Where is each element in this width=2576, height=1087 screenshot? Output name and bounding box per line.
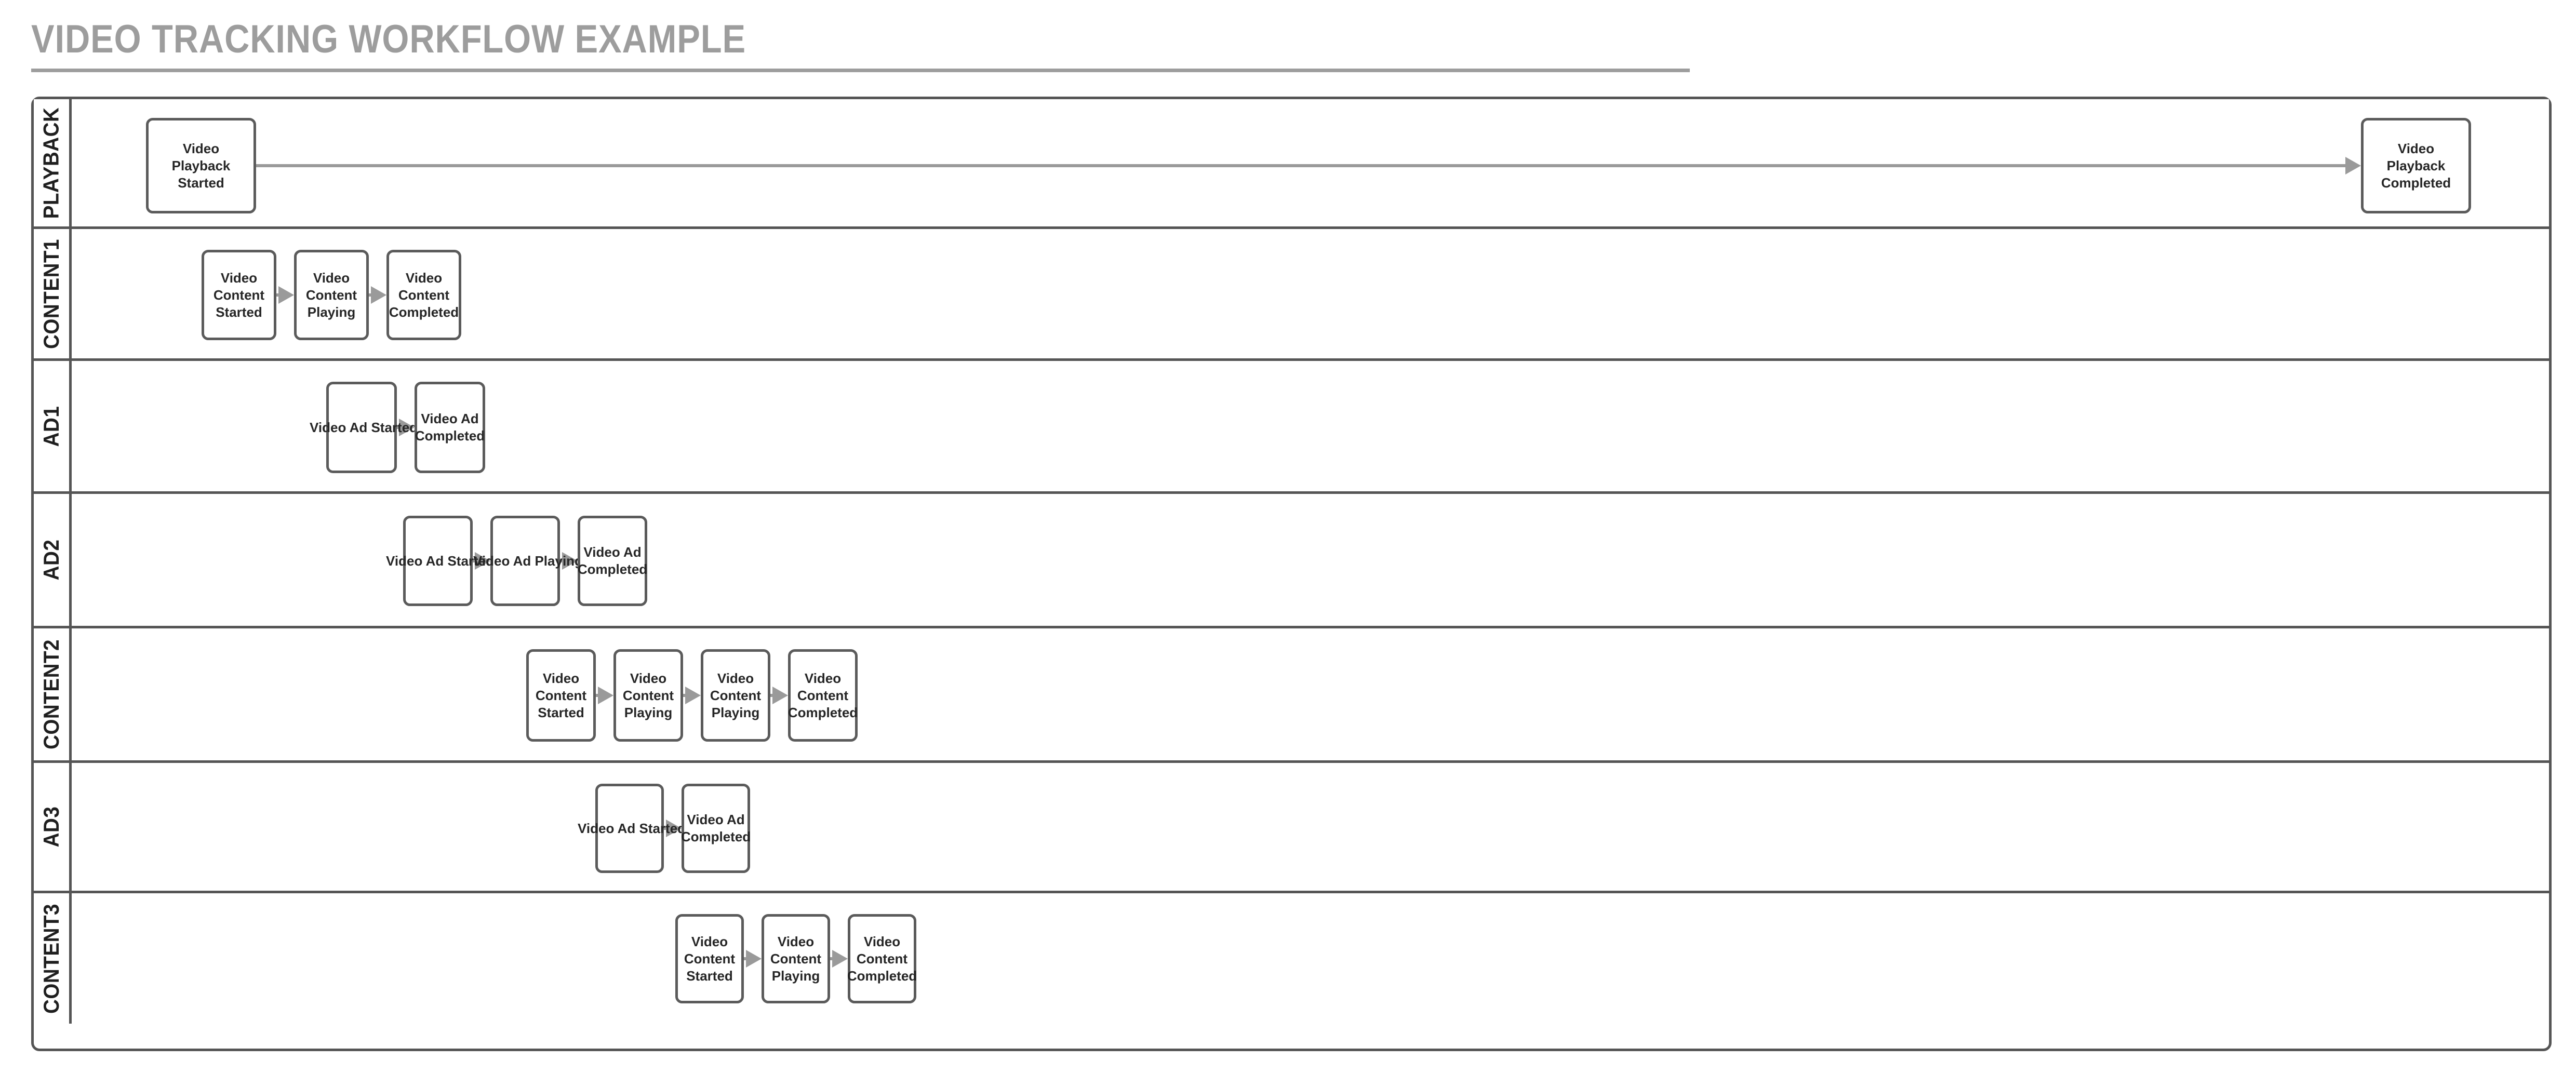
flow-node-label: Video Content Playing — [305, 270, 357, 320]
lane-label: CONTENT2 — [39, 639, 64, 749]
flow-arrowhead-icon — [832, 950, 848, 968]
flow-node-label: Video Ad Playing — [473, 553, 583, 569]
flow-arrowhead-icon — [2345, 157, 2361, 175]
flow-node[interactable]: Video Content Playing — [613, 649, 683, 742]
flow-arrowhead-icon — [371, 286, 386, 304]
lane-header-ad3: AD3 — [34, 763, 72, 891]
flow-node[interactable]: Video Content Started — [675, 914, 744, 1003]
flow-node-label: Video Ad Completed — [577, 544, 648, 577]
flow-node-label: Video Ad Started — [310, 419, 418, 435]
flow-node[interactable]: Video Ad Completed — [578, 516, 647, 606]
flow-node[interactable]: Video Content Playing — [762, 914, 830, 1003]
lane-header-content1: CONTENT1 — [34, 229, 72, 358]
lane-label: CONTENT3 — [39, 903, 64, 1014]
flow-node[interactable]: Video Ad Playing — [473, 516, 583, 606]
flow-node-label: Video Content Started — [213, 270, 265, 320]
flow-connector — [256, 164, 2347, 167]
flow-node-label: Video Ad Started — [386, 553, 495, 569]
flow-node[interactable]: Video Content Completed — [788, 649, 858, 742]
lane-header-content3: CONTENT3 — [34, 893, 72, 1024]
flow-node-label: Video Content Completed — [788, 670, 858, 720]
title-block: VIDEO TRACKING WORKFLOW EXAMPLE — [31, 19, 1693, 72]
flow-arrowhead-icon — [746, 950, 762, 968]
flow-node[interactable]: Video Content Started — [526, 649, 596, 742]
flow-arrowhead-icon — [399, 419, 415, 436]
title-divider — [31, 69, 1690, 72]
flow-node[interactable]: Video Content Completed — [386, 250, 461, 340]
lane-header-ad2: AD2 — [34, 494, 72, 626]
flow-node-label: Video Content Completed — [847, 933, 917, 984]
flow-arrowhead-icon — [666, 820, 682, 837]
flow-node-label: Video Content Playing — [622, 670, 674, 720]
flow-node[interactable]: Video Playback Completed — [2361, 118, 2471, 213]
flow-node-label: Video Content Started — [535, 670, 587, 720]
flow-arrowhead-icon — [598, 687, 613, 704]
lane-body-content2: Video Content Started Video Content Playi… — [72, 628, 2549, 760]
flow-arrowhead-icon — [278, 286, 294, 304]
flow-node-label: Video Content Started — [684, 933, 736, 984]
lane-label: AD2 — [39, 539, 63, 581]
flow-node-label: Video Content Completed — [389, 270, 459, 320]
flow-node[interactable]: Video Content Completed — [847, 914, 917, 1003]
flow-arrowhead-icon — [562, 552, 578, 570]
flow-node[interactable]: Video Playback Started — [146, 118, 256, 213]
flow-node[interactable]: Video Ad Completed — [680, 784, 751, 873]
flow-node-label: Video Playback Started — [171, 140, 231, 191]
flow-node-label: Video Ad Completed — [680, 812, 751, 844]
flow-arrowhead-icon — [685, 687, 701, 704]
flow-node[interactable]: Video Ad Started — [310, 382, 418, 473]
flow-arrowhead-icon — [772, 687, 788, 704]
lane-header-ad1: AD1 — [34, 361, 72, 491]
lane-label: AD3 — [39, 806, 63, 848]
flow-node[interactable]: Video Content Playing — [294, 250, 369, 340]
page-title: VIDEO TRACKING WORKFLOW EXAMPLE — [31, 17, 746, 61]
flow-node-label: Video Ad Completed — [415, 411, 485, 444]
lane-header-content2: CONTENT2 — [34, 628, 72, 760]
lane-label: CONTENT1 — [39, 238, 64, 349]
flow-node-label: Video Content Playing — [770, 933, 822, 984]
lane-body-content1: Video Content Started Video Content Playi… — [72, 229, 2549, 358]
flow-node[interactable]: Video Ad Completed — [415, 382, 485, 473]
lane-header-playback: PLAYBACK — [34, 99, 72, 226]
flow-node[interactable]: Video Ad Started — [578, 784, 686, 873]
flow-node-label: Video Content Playing — [710, 670, 762, 720]
flow-node[interactable]: Video Content Playing — [701, 649, 770, 742]
flow-node[interactable]: Video Ad Started — [386, 516, 494, 606]
lane-label: PLAYBACK — [39, 107, 64, 219]
lane-body-playback: Video Playback Started Video Playback Com… — [72, 99, 2549, 226]
lane-body-content3: Video Content Started Video Content Playi… — [72, 893, 2549, 1024]
flow-node[interactable]: Video Content Started — [202, 250, 276, 340]
flow-arrowhead-icon — [475, 552, 490, 570]
lane-label: AD1 — [39, 406, 63, 447]
flow-node-label: Video Ad Started — [578, 820, 686, 836]
flow-node-label: Video Playback Completed — [2381, 140, 2451, 191]
